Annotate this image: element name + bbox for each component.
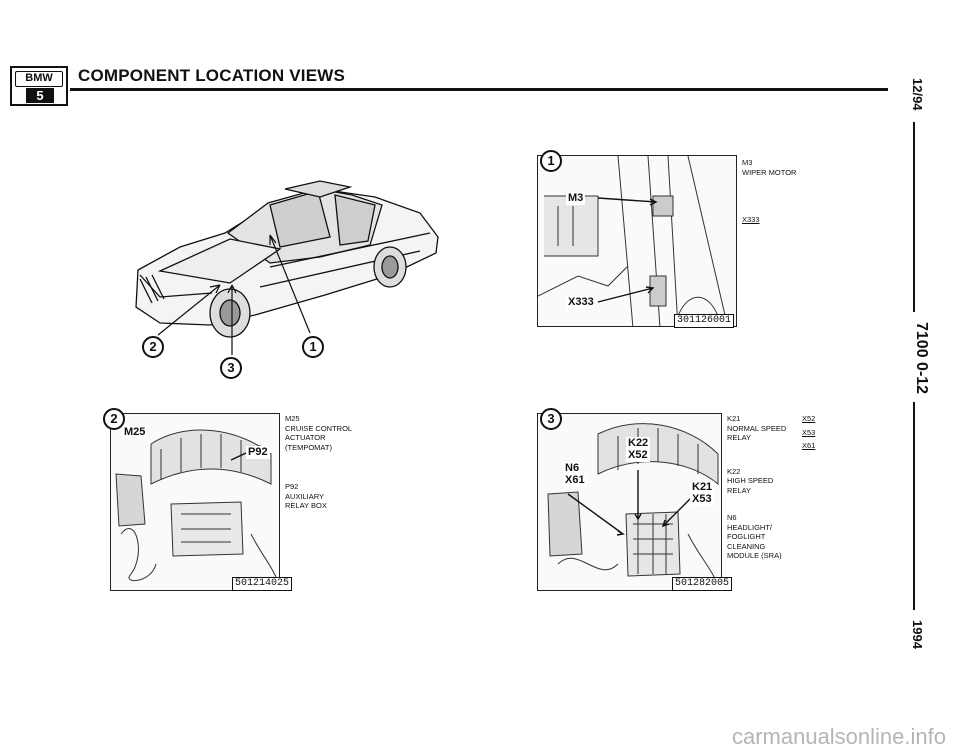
caption-line: MODULE (SRA) [727,551,782,560]
caption-line: (TEMPOMAT) [285,442,332,452]
caption-code: P92 [285,482,299,491]
callout-n6: N6 [563,462,582,475]
marker-3: 3 [220,357,242,379]
callout-x333: X333 [566,296,596,309]
ref-x52: X52 [802,414,816,423]
callout-x52: X52 [626,449,650,462]
panel-3-number: 3 [540,408,562,430]
callout-p92: P92 [246,446,270,459]
connector-refs: X52 X53 X61 [802,414,815,451]
callout-x61: X61 [563,474,587,487]
caption-code: M25 [285,414,300,423]
caption-line: FOGLIGHT [727,532,766,541]
callout-m3: M3 [566,192,586,205]
panel-2-number: 2 [103,408,125,430]
margin-line-1 [913,122,915,312]
figure-id-1: 301126001 [674,314,735,328]
caption-1: M3 WIPER MOTOR X333 [742,158,796,225]
caption-code: N6 [727,513,737,522]
caption-line: AUXILIARY [285,491,325,501]
caption-code: X333 [742,215,760,224]
marker-2: 2 [142,336,164,358]
margin-page-number: 7100 0-12 [913,322,930,395]
caption-code: K21 [727,414,741,423]
margin-year: 1994 [910,620,925,649]
caption-2: M25 CRUISE CONTROL ACTUATOR (TEMPOMAT) P… [285,414,352,511]
caption-code: K22 [727,466,741,476]
callout-m25: M25 [122,426,148,439]
cruise-control-sketch [115,429,279,585]
panel-2-photo [110,413,280,591]
watermark-text: carmanualsonline.info [731,724,946,749]
ref-x61: X61 [802,441,816,450]
caption-line: HEADLIGHT/ [727,522,773,532]
caption-line: NORMAL SPEED [727,423,787,433]
caption-line: CRUISE CONTROL [285,423,353,433]
caption-line: HIGH SPEED [727,476,774,485]
wiper-motor-sketch [538,156,729,326]
margin-line-2 [913,402,915,610]
caption-code: M3 [742,158,753,167]
caption-line: ACTUATOR [285,433,326,442]
caption-line: WIPER MOTOR [742,167,797,177]
logo-brand: BMW [15,71,63,87]
car-illustration [135,180,439,355]
figure-id-2: 501214025 [232,577,293,591]
caption-3: K21 NORMAL SPEED RELAY K22 HIGH SPEED RE… [727,414,786,561]
header-rule [70,88,888,91]
callout-k21: K21 [690,481,715,494]
page-title: COMPONENT LOCATION VIEWS [78,66,346,85]
bmw-logo: BMW 5 [10,66,68,106]
callout-x53: X53 [690,493,714,506]
caption-line: RELAY BOX [285,501,327,510]
callout-k22: K22 [626,437,651,450]
logo-series: 5 [26,88,54,103]
figure-id-3: 501282005 [672,577,733,591]
marker-1: 1 [302,336,324,358]
panel-1-number: 1 [540,150,562,172]
ref-x53: X53 [802,427,816,437]
margin-date: 12/94 [910,78,925,111]
caption-line: CLEANING [727,541,766,551]
caption-line: RELAY [727,433,752,442]
caption-line: RELAY [727,485,752,495]
